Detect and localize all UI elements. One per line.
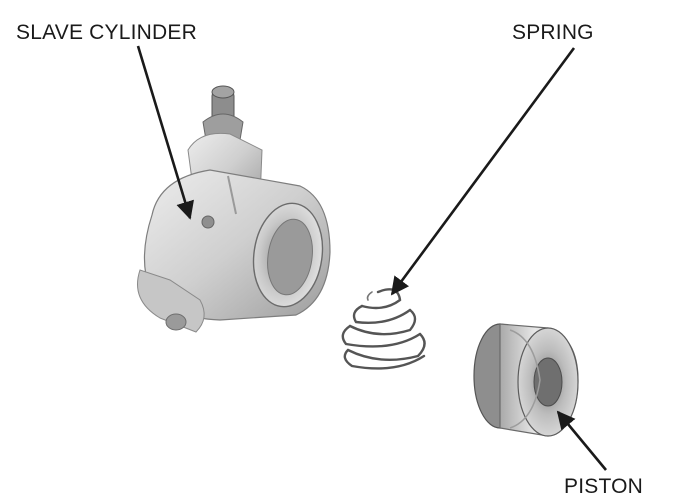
spring-part [343,289,425,368]
spring-label: SPRING [512,22,594,43]
spring-arrow [392,48,574,294]
slave-cylinder-label: SLAVE CYLINDER [16,22,197,43]
slave-cylinder-part [138,86,331,332]
piston-label: PISTON [564,476,643,497]
piston-arrow [558,412,606,470]
bleeder-screw [203,86,243,140]
